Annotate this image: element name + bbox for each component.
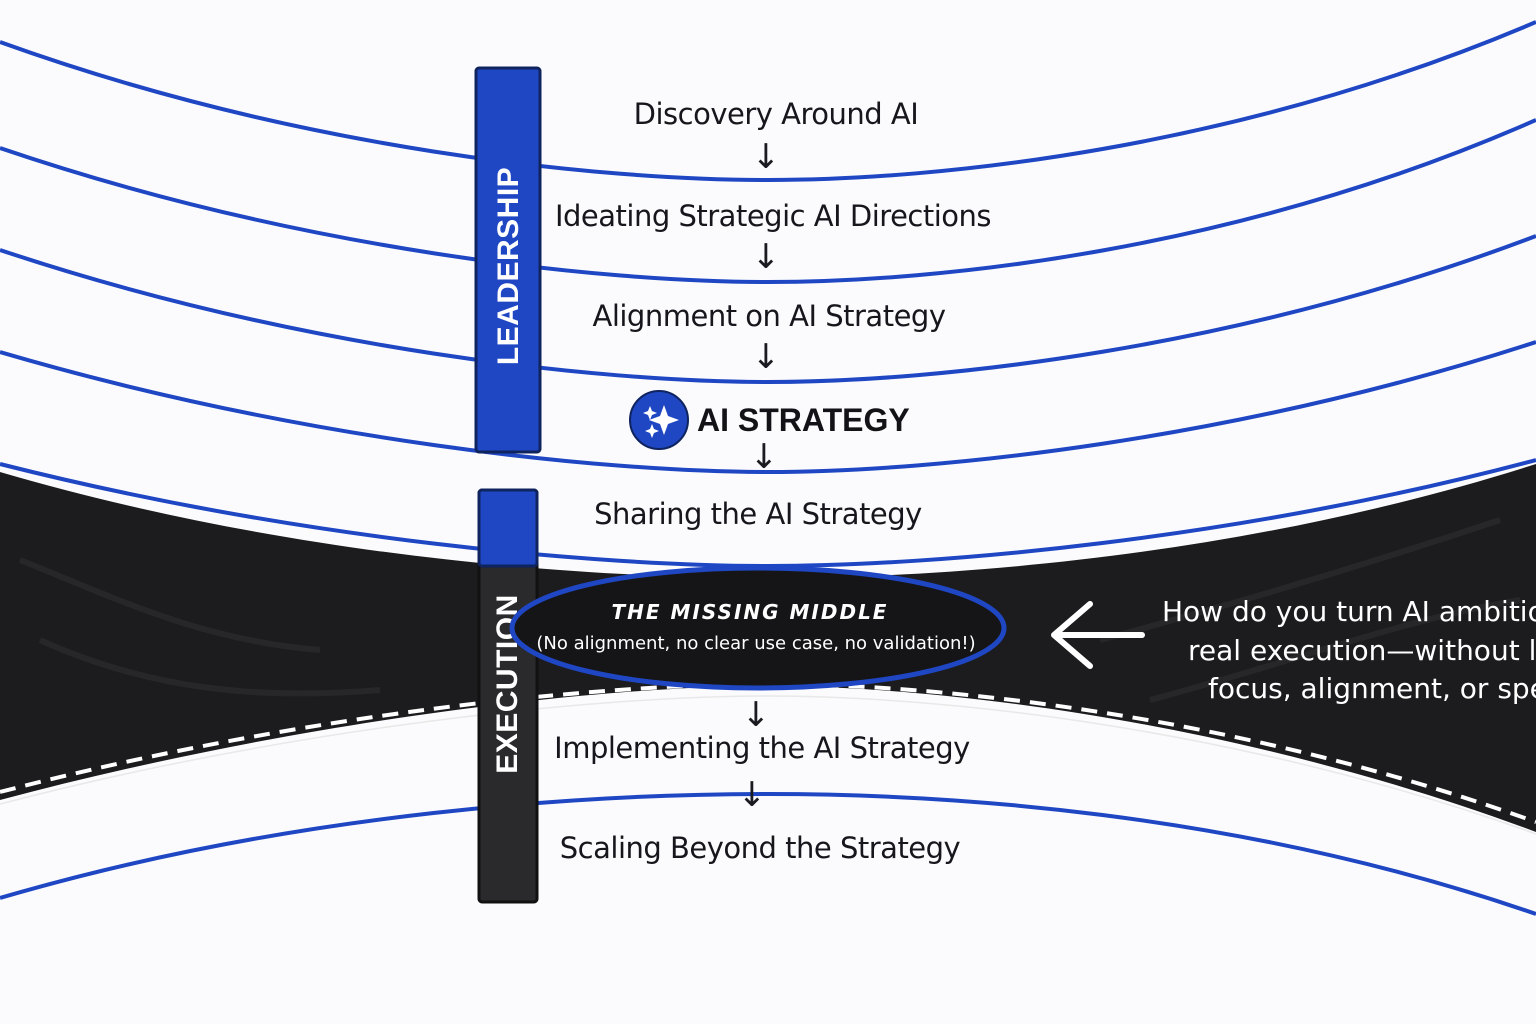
execution-bar: EXECUTION [477, 488, 539, 904]
step-discovery: Discovery Around AI [634, 97, 919, 131]
left-arrow-icon [1051, 601, 1145, 669]
missing-middle-oval: THE MISSING MIDDLE (No alignment, no cle… [509, 565, 1007, 691]
question-line-3: focus, alignment, or speed? [1208, 672, 1536, 705]
ai-strategy-milestone: AI STRATEGY [629, 390, 910, 450]
step-implementing: Implementing the AI Strategy [554, 731, 970, 765]
ai-strategy-title: AI STRATEGY [697, 402, 910, 438]
leadership-bar: LEADERSHIP [474, 66, 542, 454]
flow-arrow-icon: ↓ [752, 137, 781, 177]
leadership-label: LEADERSHIP [492, 167, 525, 365]
flow-arrow-icon: ↓ [738, 775, 767, 815]
question-line-2: real execution—without losing [1188, 634, 1536, 667]
step-alignment: Alignment on AI Strategy [592, 299, 945, 333]
question-line-1: How do you turn AI ambition to [1162, 595, 1536, 628]
sparkles-icon-glyph [643, 405, 679, 438]
blue-line [0, 234, 1536, 385]
flow-arrow-icon: ↓ [752, 237, 781, 277]
question-block: How do you turn AI ambition to real exec… [1162, 595, 1536, 705]
blue-line [0, 791, 1536, 916]
blue-line [0, 20, 1536, 183]
missing-middle-title: THE MISSING MIDDLE [612, 600, 889, 624]
step-sharing: Sharing the AI Strategy [594, 497, 922, 531]
missing-middle-subtitle: (No alignment, no clear use case, no val… [536, 633, 975, 654]
road-edge-line [0, 695, 1536, 835]
step-ideating: Ideating Strategic AI Directions [555, 199, 991, 233]
road-edge-dashes [0, 681, 1536, 824]
blue-line [0, 340, 1536, 475]
flow-arrow-icon: ↓ [750, 437, 779, 477]
blue-line [0, 118, 1536, 285]
flow-arrow-icon: ↓ [752, 337, 781, 377]
road-texture [18, 517, 1521, 703]
flow-arrow-icon: ↓ [742, 695, 771, 735]
step-scaling: Scaling Beyond the Strategy [560, 831, 961, 865]
